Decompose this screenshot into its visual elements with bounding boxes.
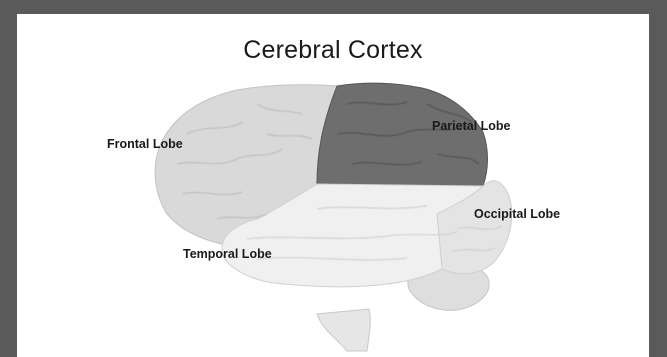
parietal-lobe-region [317, 83, 488, 186]
brainstem-region [317, 309, 370, 351]
temporal-lobe-label: Temporal Lobe [183, 247, 272, 261]
diagram-panel: Cerebral Cortex Frontal Lobe Parietal Lo… [17, 14, 649, 357]
occipital-lobe-label: Occipital Lobe [474, 207, 560, 221]
brain-illustration [17, 14, 649, 357]
parietal-lobe-label: Parietal Lobe [432, 119, 511, 133]
frontal-lobe-label: Frontal Lobe [107, 137, 183, 151]
diagram-title: Cerebral Cortex [17, 36, 649, 65]
